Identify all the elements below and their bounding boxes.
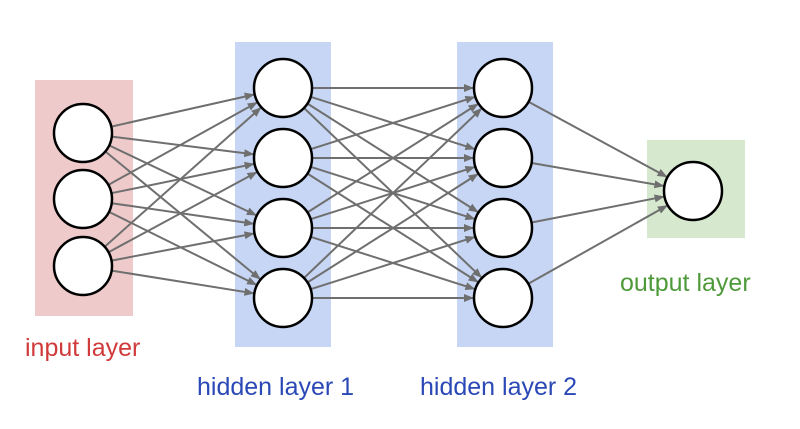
input-neuron-2 — [52, 168, 114, 230]
output-layer-label: output layer — [620, 269, 751, 297]
connection-arrow-hidden2-1-to-output-1 — [528, 100, 668, 178]
hidden1-neuron-2 — [252, 127, 314, 189]
connections-group — [104, 84, 668, 302]
hidden1-neuron-4 — [252, 267, 314, 329]
connection-arrow-hidden1-2-to-hidden2-1 — [310, 96, 476, 151]
connection-arrow-input-3-to-hidden1-1 — [104, 107, 262, 248]
hidden2-neuron-1 — [472, 57, 534, 119]
connection-arrow-input-3-to-hidden1-4 — [111, 269, 255, 296]
connection-arrow-input-3-to-hidden1-3 — [111, 231, 255, 262]
connection-arrow-input-2-to-hidden1-1 — [107, 101, 258, 186]
hidden2-neuron-3 — [472, 197, 534, 259]
connection-arrow-hidden2-3-to-output-1 — [531, 194, 665, 224]
neurons-group — [52, 57, 724, 329]
connection-arrow-hidden1-4-to-hidden2-1 — [303, 107, 483, 279]
hidden2-neuron-2 — [472, 127, 534, 189]
connection-arrow-input-3-to-hidden1-2 — [108, 171, 258, 254]
input-neuron-3 — [52, 235, 114, 297]
output-neuron-1 — [662, 160, 724, 222]
connection-arrow-input-2-to-hidden1-3 — [111, 202, 255, 227]
hidden1-neuron-3 — [252, 197, 314, 259]
connection-arrow-input-1-to-hidden1-3 — [108, 144, 257, 217]
connection-arrow-hidden2-4-to-output-1 — [527, 204, 668, 285]
connection-arrow-hidden1-4-to-hidden2-3 — [310, 236, 476, 291]
input-layer-label: input layer — [25, 334, 140, 362]
hidden-layer-1-label: hidden layer 1 — [197, 373, 354, 401]
connection-arrow-input-2-to-hidden1-4 — [108, 211, 257, 286]
connection-arrow-hidden1-4-to-hidden2-2 — [306, 173, 479, 284]
connection-arrow-input-1-to-hidden1-2 — [111, 135, 255, 158]
connection-arrow-hidden1-3-to-hidden2-1 — [306, 103, 479, 214]
hidden-layer-2-label: hidden layer 2 — [420, 373, 577, 401]
connection-arrow-input-1-to-hidden1-1 — [111, 92, 255, 128]
hidden1-neuron-1 — [252, 57, 314, 119]
connection-arrow-hidden2-2-to-output-1 — [531, 162, 665, 189]
input-neuron-1 — [52, 102, 114, 164]
hidden2-neuron-4 — [472, 267, 534, 329]
